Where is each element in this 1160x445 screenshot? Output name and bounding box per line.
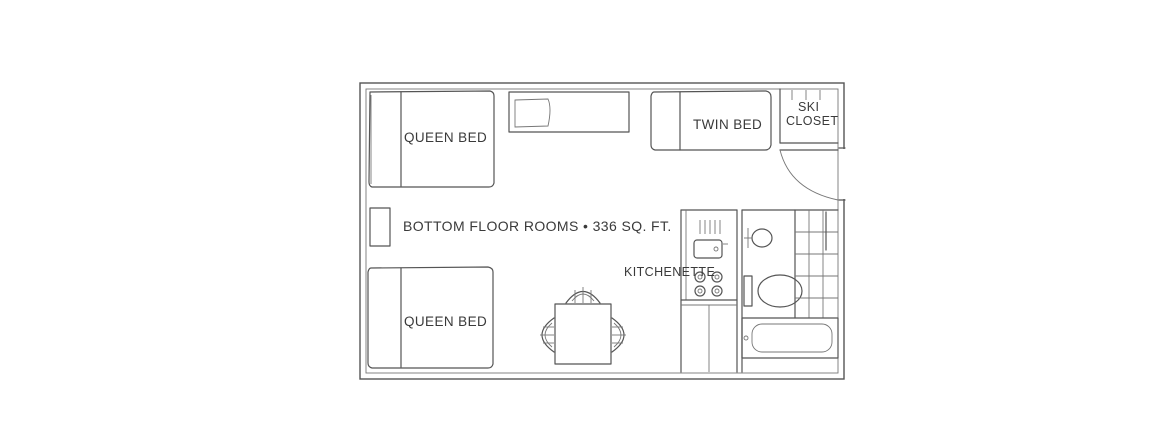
bathroom [741, 209, 839, 373]
entry-door-swing [779, 149, 839, 201]
ski-closet-label-line2: CLOSET [786, 114, 839, 128]
queen-bed-top-label: QUEEN BED [404, 130, 488, 145]
nightstand [369, 207, 391, 247]
floor-plan-title: BOTTOM FLOOR ROOMS • 336 SQ. FT. [403, 218, 672, 234]
twin-bed [650, 90, 772, 151]
queen-bed-top [368, 90, 495, 188]
dresser [508, 91, 630, 133]
kitchenette-label: KITCHENETTE [624, 265, 716, 279]
twin-bed-label: TWIN BED [693, 117, 763, 132]
ski-closet-label-line1: SKI [798, 100, 820, 114]
ski-closet [779, 88, 839, 144]
dining-set [540, 287, 626, 365]
queen-bed-bottom [367, 266, 494, 369]
queen-bed-bottom-label: QUEEN BED [404, 314, 488, 329]
kitchenette-counter [680, 209, 738, 373]
